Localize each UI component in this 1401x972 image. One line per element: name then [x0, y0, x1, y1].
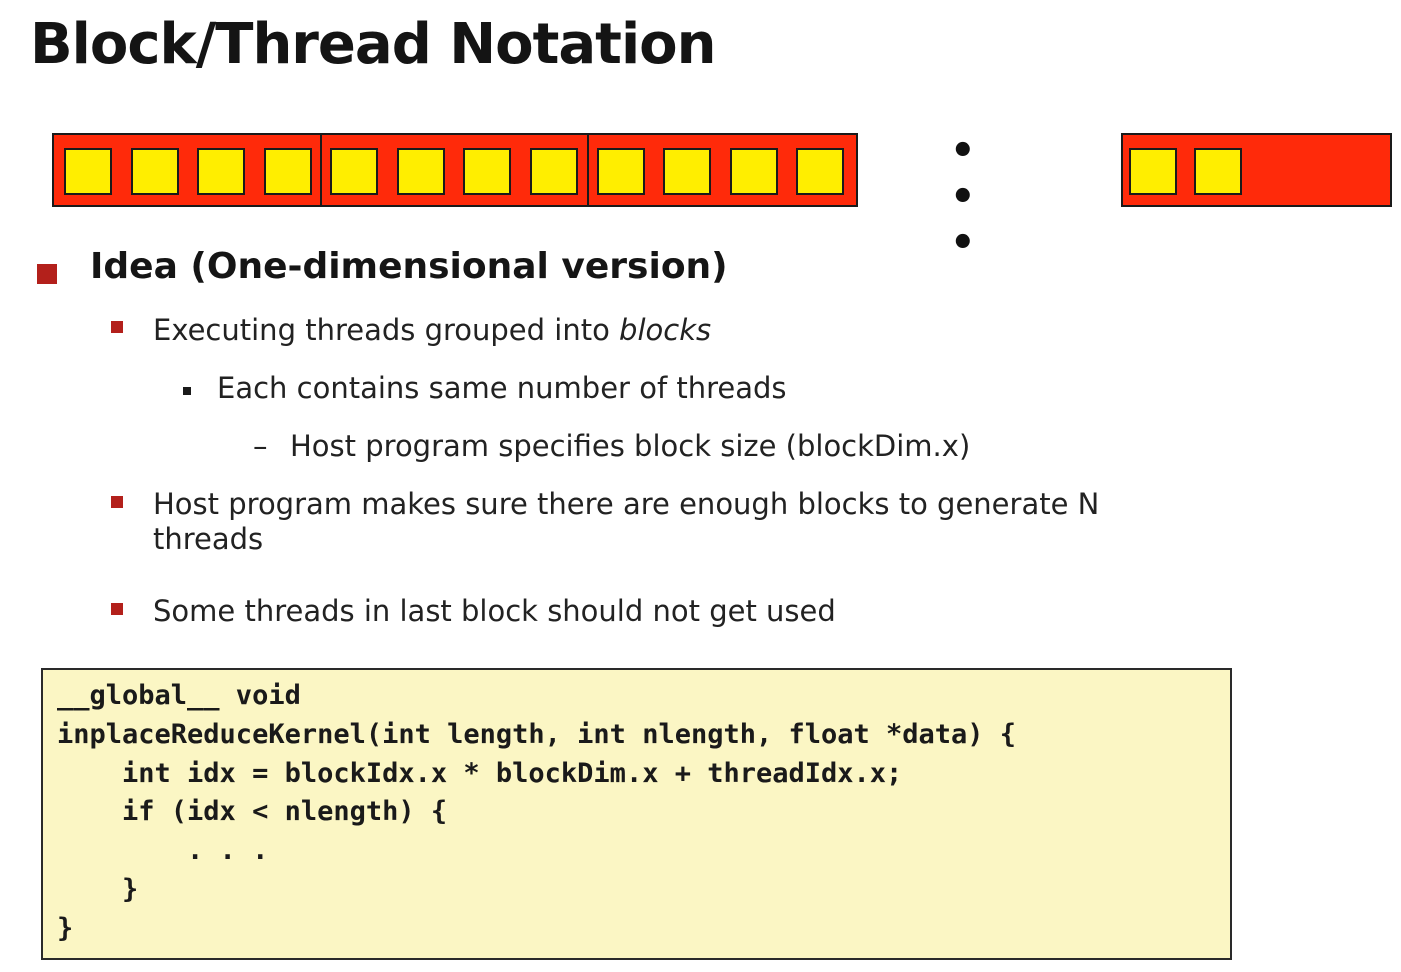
last-thread-block	[1121, 133, 1392, 207]
bullet-sub2-line2: threads	[153, 522, 264, 556]
thread-cell	[530, 148, 578, 195]
diagram-ellipsis: • • •	[950, 128, 982, 266]
bullet-marker	[111, 321, 123, 333]
thread-cell	[197, 148, 245, 195]
slide-title: Block/Thread Notation	[30, 12, 716, 77]
thread-cell	[796, 148, 844, 195]
code-line: __global__ void	[57, 680, 301, 711]
thread-cell	[330, 148, 378, 195]
thread-blocks-strip	[52, 133, 858, 207]
code-line: inplaceReduceKernel(int length, int nlen…	[57, 719, 1017, 750]
block-divider	[320, 135, 322, 205]
code-line: . . .	[57, 835, 269, 866]
thread-cell	[1129, 148, 1177, 195]
bullet-sub2-line1: Host program makes sure there are enough…	[153, 487, 1100, 521]
bullet-sub1-a-i: Host program specifies block size (block…	[290, 429, 971, 463]
thread-cell	[131, 148, 179, 195]
bullet-sub1-a: Each contains same number of threads	[217, 371, 787, 405]
thread-cell	[1194, 148, 1242, 195]
code-line: int idx = blockIdx.x * blockDim.x + thre…	[57, 758, 903, 789]
thread-cell	[730, 148, 778, 195]
dash-marker: –	[253, 429, 268, 463]
bullet-main: Idea (One-dimensional version)	[90, 246, 728, 287]
thread-cell	[463, 148, 511, 195]
bullet-sub1-emphasis: blocks	[619, 313, 712, 347]
code-line: }	[57, 913, 74, 944]
thread-cell	[264, 148, 312, 195]
thread-cell	[397, 148, 445, 195]
thread-cell	[64, 148, 112, 195]
thread-cell	[597, 148, 645, 195]
bullet-marker	[111, 603, 123, 615]
code-block: __global__ void inplaceReduceKernel(int …	[41, 668, 1232, 960]
bullet-marker	[37, 264, 57, 284]
code-line: if (idx < nlength) {	[57, 796, 448, 827]
bullet-sub1: Executing threads grouped into blocks	[153, 313, 711, 347]
bullet-sub1-text: Executing threads grouped into	[153, 313, 620, 347]
bullet-marker	[183, 387, 191, 395]
code-line: }	[57, 874, 139, 905]
bullet-sub3: Some threads in last block should not ge…	[153, 594, 836, 628]
bullet-marker	[111, 496, 123, 508]
block-divider	[587, 135, 589, 205]
thread-cell	[663, 148, 711, 195]
